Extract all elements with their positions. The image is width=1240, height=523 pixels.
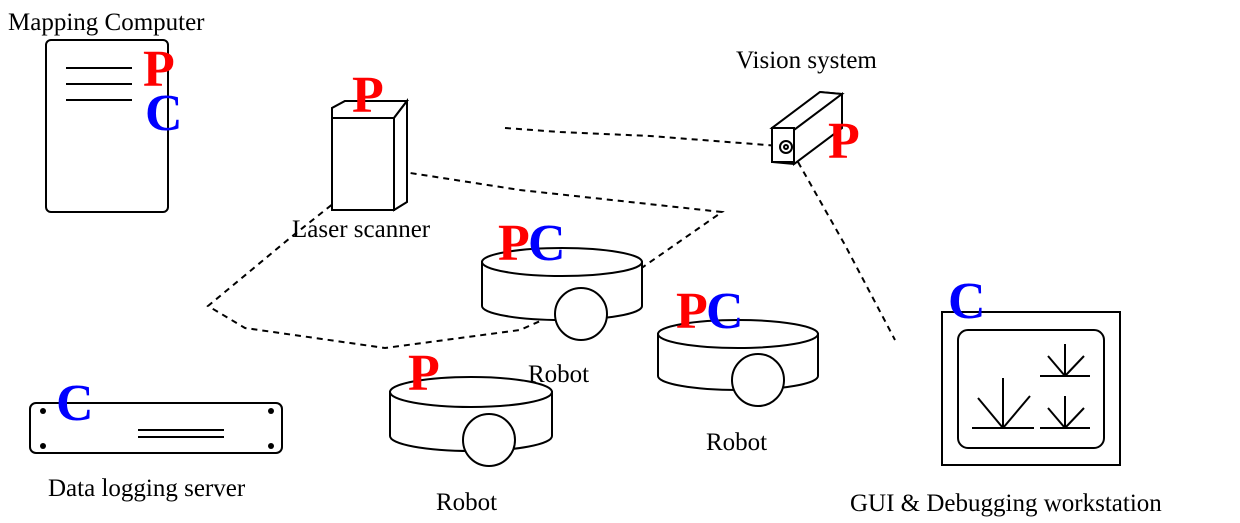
robot-1: Robot P C — [481, 215, 643, 388]
robot-3-p-tag: P — [408, 345, 440, 402]
laser-scanner-label: Laser scanner — [292, 216, 431, 243]
gui-workstation: GUI & Debugging workstation C — [850, 273, 1162, 517]
robot-3-wheel — [462, 413, 516, 467]
data-logging-server-c-tag: C — [56, 375, 94, 432]
robot-1-c-tag: C — [528, 215, 566, 272]
robot-2-c-tag: C — [706, 283, 744, 340]
mapping-computer: Mapping Computer P C — [8, 9, 205, 213]
vision-lens-icon — [779, 140, 793, 154]
robot-1-p-tag: P — [498, 215, 530, 272]
mapping-computer-label: Mapping Computer — [8, 9, 205, 36]
link-laser-to-vision — [504, 127, 781, 147]
laser-scanner-body — [331, 117, 395, 211]
mapping-computer-c-tag: C — [145, 85, 183, 142]
vision-system-label: Vision system — [736, 47, 877, 74]
robot-2: Robot P C — [657, 283, 819, 456]
gui-workstation-label: GUI & Debugging workstation — [850, 490, 1162, 517]
laser-scanner: Laser scanner P — [292, 67, 431, 243]
robot-3-label: Robot — [436, 489, 497, 516]
server-body — [29, 402, 283, 454]
link-vision-to-workstation — [797, 161, 896, 341]
tree-icon-bottom — [1040, 396, 1090, 429]
robot-2-wheel — [731, 353, 785, 407]
laser-scan-region — [206, 167, 725, 350]
vision-system: Vision system P — [736, 47, 877, 170]
laser-scanner-p-tag: P — [352, 67, 384, 124]
data-logging-server: Data logging server C — [29, 375, 283, 502]
robot-2-p-tag: P — [676, 283, 708, 340]
workstation-screen — [957, 329, 1105, 449]
robot-2-label: Robot — [706, 429, 767, 456]
robot-3: Robot P — [389, 345, 553, 516]
tree-icon-top — [1040, 344, 1090, 377]
data-logging-server-label: Data logging server — [48, 475, 246, 502]
robot-1-wheel — [554, 287, 608, 341]
gui-workstation-c-tag: C — [948, 273, 986, 330]
tree-icon-large — [972, 378, 1034, 429]
mapping-computer-p-tag: P — [143, 41, 175, 98]
vision-system-p-tag: P — [828, 113, 860, 170]
